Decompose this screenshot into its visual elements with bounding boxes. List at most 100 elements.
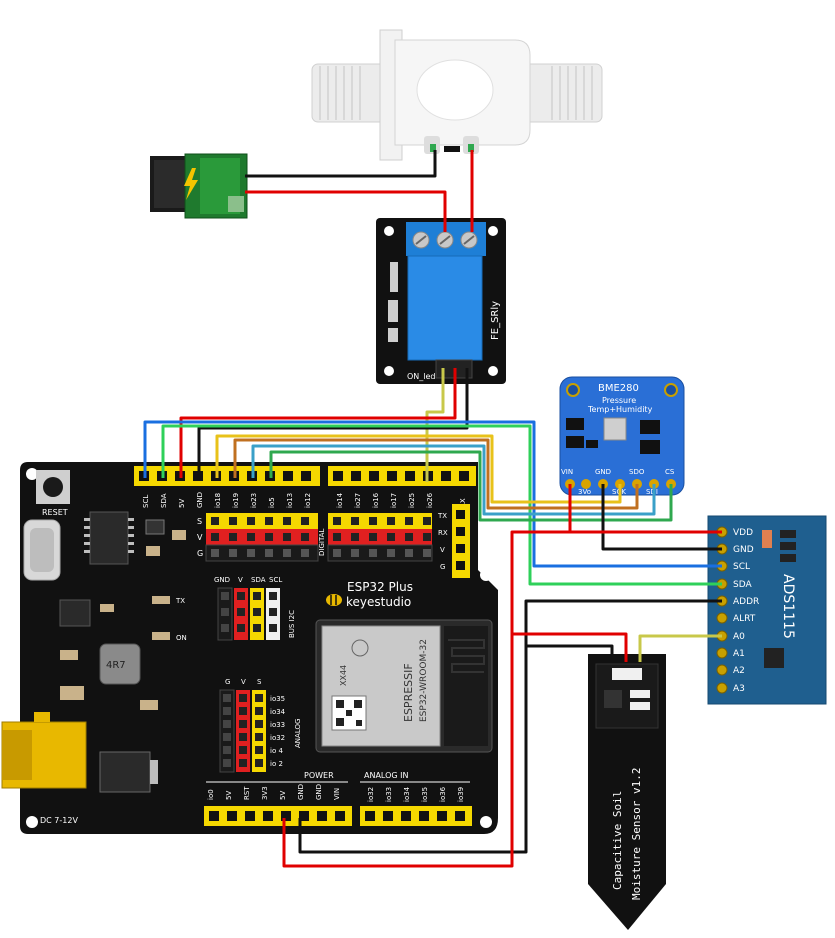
wire-black-ads-addr: [298, 599, 722, 854]
analog-in-pin-label: io39: [457, 787, 465, 802]
analog-pin-label: io33: [270, 721, 285, 729]
wire-black-relay-gnd: [197, 368, 469, 478]
analog-header-label: V: [241, 678, 246, 686]
bme280-subtitle2: Temp+Humidity: [587, 405, 653, 414]
bee-logo-icon: [326, 594, 342, 606]
uart-label: RX: [438, 529, 448, 537]
ads-pin-a3: A3: [733, 684, 745, 694]
digital-pin-label: io26: [426, 492, 434, 508]
sensor-line2: Moisture Sensor v1.2: [630, 768, 643, 900]
wire-black-sensor: [526, 644, 614, 662]
i2c-bus-header: [217, 587, 280, 641]
ads-pin-gnd: GND: [733, 545, 754, 555]
power-label: POWER: [304, 771, 334, 780]
wire-red-relay-vcc: [179, 368, 457, 478]
dc-label: DC 7-12V: [40, 816, 78, 825]
sensor-line1: Capacitive Soil: [611, 791, 624, 890]
esp32-wroom-module: ESPRESSIF ESP32-WROOM-32 XX44: [315, 619, 493, 753]
i2c-header-label: V: [238, 576, 243, 584]
ads-pin-a1: A1: [733, 649, 745, 659]
row-label-s: S: [197, 517, 202, 526]
analog-pin-label: io34: [270, 708, 286, 716]
wire-green-sda: [161, 424, 722, 586]
top-pin-label: io19: [232, 493, 240, 508]
digital-pin-label: io16: [372, 492, 380, 508]
digital-pin-label: io14: [336, 492, 344, 508]
relay-led-label: ON_led: [407, 372, 436, 381]
power-pin-label: RST: [243, 786, 251, 800]
brand-title: ESP32 Plus: [347, 580, 413, 594]
analog-pin-label: io32: [270, 734, 285, 742]
analog-in-pin-label: io33: [385, 787, 393, 802]
svg-header-right: [327, 513, 433, 562]
digital-pin-label: io25: [408, 493, 416, 508]
wires: [143, 150, 722, 868]
analog-pin-label: io 4: [270, 747, 283, 755]
ads1115-module: VDD GND SCL SDA ADDR ALRT A0 A1 A2 A3 AD…: [707, 515, 827, 705]
ads-pin-addr: ADDR: [733, 597, 759, 607]
top-pin-label: GND: [196, 492, 204, 508]
i2c-header-label: SDA: [251, 576, 266, 584]
uart-label: V: [440, 546, 445, 554]
digital-pin-label: RX: [459, 498, 467, 508]
analog-in-pin-label: io35: [421, 787, 429, 802]
wire-green2-bme: [269, 450, 673, 522]
reset-label: RESET: [42, 508, 68, 517]
lightning-icon: [184, 168, 198, 200]
bme280-pin-sdi: SDI: [646, 488, 658, 496]
bme280-pin-gnd: GND: [595, 468, 611, 476]
i2c-header-label: SCL: [269, 576, 282, 584]
wire-black-valve-jack: [245, 150, 437, 178]
row-label-g: G: [197, 549, 203, 558]
wire-red-jack-relay: [245, 190, 447, 232]
ads-pin-alrt: ALRT: [733, 614, 756, 624]
ads1115-name: ADS1115: [780, 574, 796, 639]
brand-name: keyestudio: [346, 595, 411, 609]
top-pin-label: io23: [250, 493, 258, 508]
bme280-pin-cs: CS: [665, 468, 675, 476]
top-pin-label: io13: [286, 493, 294, 508]
relay-module: FE_SRly ON_led: [376, 218, 506, 384]
power-pin-label: io0: [207, 789, 215, 800]
soil-moisture-sensor: Capacitive Soil Moisture Sensor v1.2: [588, 654, 666, 930]
module-line1: ESPRESSIF: [402, 663, 415, 722]
digital-pin-label: io27: [354, 493, 362, 508]
analog-in-pin-label: io34: [403, 786, 411, 802]
top-pin-label: io18: [214, 493, 222, 508]
analog-side-label: ANALOG: [294, 719, 302, 748]
analog-header-label: S: [257, 678, 262, 686]
uart-label: G: [440, 563, 445, 571]
power-pin-label: GND: [297, 784, 305, 800]
i2c-header-label: GND: [214, 576, 230, 584]
bme280-pins: [565, 479, 676, 489]
wire-red-ads-vdd: [282, 530, 722, 868]
relay-label: FE_SRly: [490, 301, 501, 340]
analog-in-pin-label: io36: [439, 786, 447, 802]
tx-led-label: TX: [175, 597, 185, 605]
wire-yellow-bme: [215, 434, 622, 504]
analog-pin-label: io 2: [270, 760, 283, 768]
ads-pin-scl: SCL: [733, 562, 750, 572]
water-valve-icon: [311, 29, 603, 161]
analog-in-label: ANALOG IN: [364, 771, 409, 780]
wire-olive-sensor: [638, 634, 722, 662]
bme280-pin-vin: VIN: [561, 468, 573, 476]
row-label-v: V: [197, 533, 203, 542]
power-pin-label: 5V: [225, 791, 233, 800]
dc-jack-icon: [150, 153, 248, 219]
svg-header-left: [205, 513, 319, 562]
digital-label: DIGITAL: [318, 529, 326, 556]
on-led-label: ON: [176, 634, 187, 642]
power-pin-label: 3V3: [261, 786, 269, 800]
bme280-title: BME280: [598, 383, 639, 394]
bme280-subtitle1: Pressure: [602, 396, 636, 405]
uart-label: TX: [437, 512, 447, 520]
bme280-pin-sdo: SDO: [629, 468, 645, 476]
ads-pin-a2: A2: [733, 666, 745, 676]
bme280-pin-3vo: 3Vo: [578, 488, 591, 496]
digital-pin-label: io17: [390, 493, 398, 508]
wire-red-sensor: [512, 632, 628, 662]
analog-header: [219, 689, 266, 773]
power-pin-label: VIN: [333, 788, 341, 800]
